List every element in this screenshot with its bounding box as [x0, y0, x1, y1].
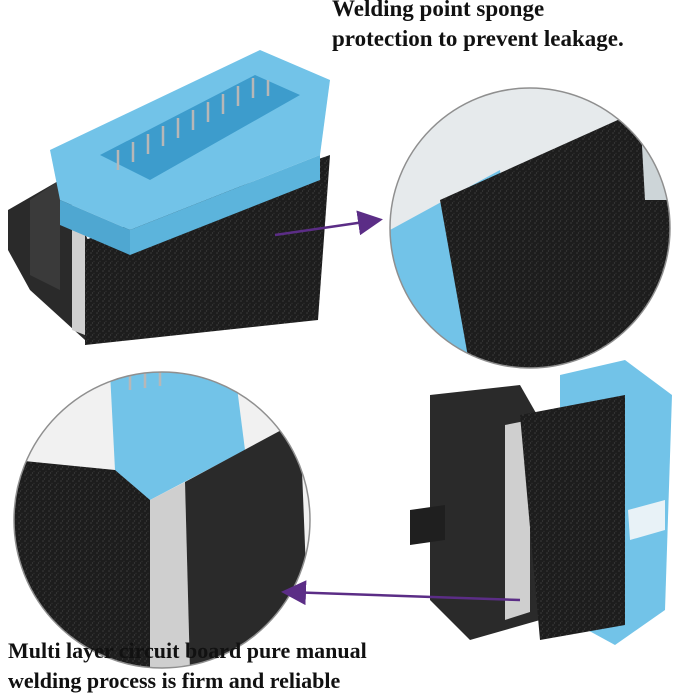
caption-top-line1: Welding point sponge [332, 0, 545, 21]
caption-bottom: Multi layer circuit board pure manual we… [8, 636, 367, 696]
connector-top-left [8, 50, 330, 345]
zoom-lens-bottom [13, 371, 311, 669]
caption-top: Welding point sponge protection to preve… [332, 0, 624, 54]
caption-top-line2: protection to prevent leakage. [332, 26, 624, 51]
purple-arrow-icon-bottom [281, 580, 521, 606]
purple-arrow-icon [274, 210, 383, 237]
caption-bottom-line1: Multi layer circuit board pure manual [8, 638, 367, 663]
caption-bottom-line2: welding process is firm and reliable [8, 668, 341, 693]
zoom-lens-top [389, 87, 671, 369]
connector-bottom-right [410, 360, 672, 645]
